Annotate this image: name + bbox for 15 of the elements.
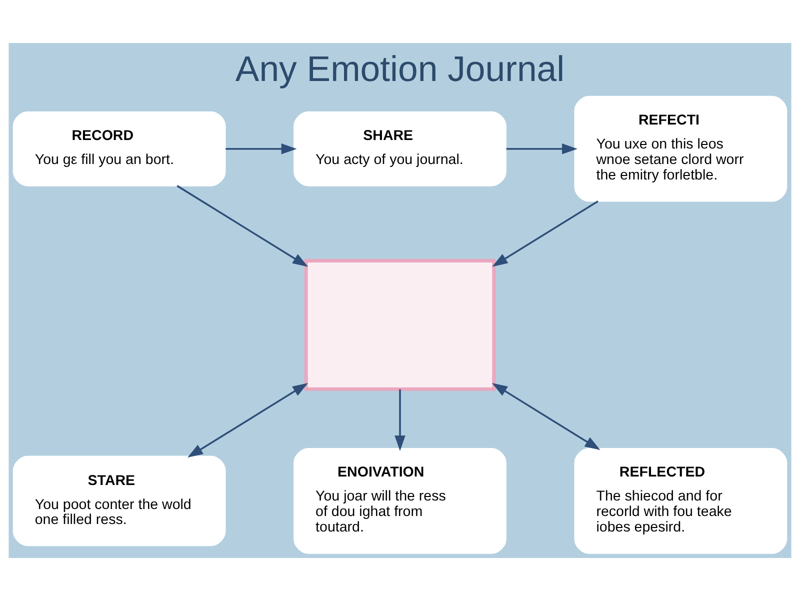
arrow (226, 142, 297, 154)
diagram-title: Any Emotion Journal (235, 48, 565, 89)
arrow (506, 142, 578, 154)
node-box: RECORD You gε fill you an bort. (12, 110, 226, 186)
node-box: STARE You poot conter the wold one filled ress. (12, 455, 226, 546)
arrow (187, 382, 308, 458)
arrow (492, 200, 598, 266)
node-box (304, 258, 496, 390)
node-box: REFLECTED The shiecod and for recorld with fou teake iobes epesird. (574, 447, 788, 554)
arrow (176, 184, 308, 266)
node-box: SHARE You acty of you journal. (294, 110, 506, 186)
arrow (492, 382, 600, 450)
node-box: REFECTI You uxe on this leos wnoe setane clord worr the emitry forletble. (574, 95, 788, 202)
arrow (394, 388, 406, 450)
node-box: ENOIVATION You joar will the ress of dou ighat from toutard. (294, 447, 506, 554)
